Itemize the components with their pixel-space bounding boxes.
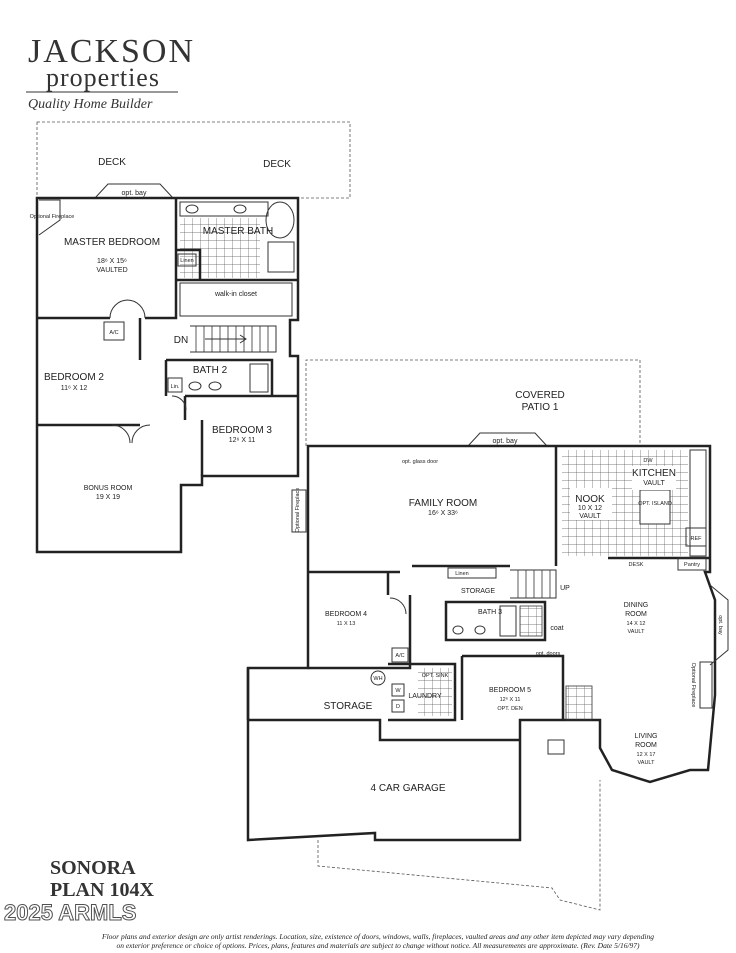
- opt-sink-label: OPT. SINK: [422, 673, 449, 679]
- disclaimer-line1: Floor plans and exterior design are only…: [102, 932, 654, 941]
- kitchen-note: VAULT: [643, 480, 665, 487]
- logo-line2: properties: [46, 63, 160, 92]
- optional-fireplace-upper: Optional Fireplace: [30, 214, 75, 220]
- plan-name: SONORA: [50, 857, 136, 879]
- family-room-size: 16⁶ X 33⁶: [428, 510, 458, 517]
- logo-tagline: Quality Home Builder: [28, 97, 153, 112]
- covered-patio-name2: PATIO 1: [522, 402, 559, 413]
- kitchen-name: KITCHEN: [632, 468, 676, 479]
- disclaimer-line2: on exterior preference or choice of opti…: [116, 941, 640, 950]
- master-bath-label: MASTER BATH: [203, 226, 273, 237]
- master-bedroom-size: 18⁶ X 15⁶: [97, 258, 127, 265]
- optional-fireplace-living: Optional Fireplace: [690, 663, 696, 708]
- dishwasher-label: DW: [643, 458, 653, 464]
- dryer-label: D: [396, 704, 400, 710]
- builder-logo: JACKSON properties Quality Home Builder: [26, 33, 195, 112]
- bedroom4-size: 11 X 13: [337, 621, 356, 627]
- opt-bay-upper-label: opt. bay: [122, 190, 147, 197]
- deck-right-label: DECK: [263, 159, 291, 170]
- stairs-up-label: UP: [560, 585, 570, 592]
- master-linen-label: Linen: [180, 258, 193, 264]
- bedroom5-name: BEDROOM 5: [489, 687, 531, 694]
- deck-outline: [36, 121, 351, 199]
- upper-floor-walls: [35, 196, 300, 554]
- driveway-outline: [317, 780, 601, 911]
- master-bedroom-note: VAULTED: [96, 267, 127, 274]
- optional-fireplace-family: Optional Fireplace: [295, 488, 301, 533]
- water-heater-label: WH: [373, 676, 382, 682]
- living-room-size: 12 X 17: [637, 752, 656, 758]
- main-ac-label: A/C: [395, 653, 404, 659]
- bedroom2-name: BEDROOM 2: [44, 372, 104, 383]
- pantry-label: Pantry: [684, 562, 700, 568]
- stairs-down-label: DN: [174, 335, 188, 346]
- main-floor-walls: [246, 444, 717, 842]
- bonus-room-name: BONUS ROOM: [84, 485, 133, 492]
- bath3-label: BATH 3: [478, 609, 502, 616]
- walk-in-closet-label: walk-in closet: [214, 291, 257, 298]
- upper-floor: DECK DECK opt. bay Optional Fireplace MA…: [30, 121, 351, 554]
- bath2-linen-label: Lin.: [171, 384, 180, 390]
- bedroom2-size: 11⁶ X 12: [61, 385, 88, 392]
- bedroom5-size: 12⁶ X 11: [500, 696, 521, 703]
- plan-title: SONORA PLAN 104X 2025 ARMLS: [4, 857, 155, 926]
- opt-bay-dining-label: opt. bay: [717, 615, 723, 635]
- main-floor: COVERED PATIO 1 opt. bay opt. glass door…: [246, 359, 729, 911]
- logo-line1: JACKSON: [28, 33, 195, 70]
- bedroom4-name: BEDROOM 4: [325, 611, 367, 618]
- kitchen-island-label: OPT. ISLAND: [638, 501, 672, 507]
- refrigerator-label: REF: [691, 536, 703, 542]
- dining-room-name: DINING: [624, 602, 649, 609]
- bedroom3-name: BEDROOM 3: [212, 425, 272, 436]
- dining-room-name2: ROOM: [625, 611, 647, 618]
- disclaimer: Floor plans and exterior design are only…: [20, 932, 736, 950]
- deck-left-label: DECK: [98, 157, 126, 168]
- plan-number: PLAN 104X: [50, 879, 154, 901]
- main-linen-label: Linen: [455, 571, 468, 577]
- dining-room-size: 14 X 12: [627, 621, 646, 627]
- coat-closet-label: coat: [550, 625, 563, 632]
- master-bedroom-name: MASTER BEDROOM: [64, 237, 160, 248]
- nook-note: VAULT: [579, 513, 601, 520]
- bonus-room-size: 19 X 19: [96, 494, 120, 501]
- desk-label: DESK: [629, 562, 644, 568]
- garage-label: 4 CAR GARAGE: [370, 783, 445, 794]
- upper-ac-label: A/C: [109, 330, 118, 336]
- watermark-text: 2025 ARMLS: [4, 900, 136, 925]
- garage-storage-label: STORAGE: [324, 701, 373, 712]
- family-room-name: FAMILY ROOM: [409, 498, 478, 509]
- opt-bay-upper: [94, 183, 174, 199]
- living-room-note: VAULT: [638, 760, 656, 766]
- opt-glass-door-label: opt. glass door: [402, 459, 438, 465]
- nook-size: 10 X 12: [578, 505, 602, 512]
- washer-label: W: [395, 688, 401, 694]
- dining-room-note: VAULT: [628, 629, 646, 635]
- hall-storage-label: STORAGE: [461, 588, 495, 595]
- bedroom5-note: OPT. DEN: [497, 706, 522, 712]
- bath2-label: BATH 2: [193, 365, 228, 376]
- covered-patio-outline: [305, 359, 641, 446]
- opt-bay-patio-label: opt. bay: [493, 438, 518, 445]
- living-room-name2: ROOM: [635, 742, 657, 749]
- opt-doors-label: opt. doors: [536, 651, 561, 657]
- living-room-name: LIVING: [635, 733, 658, 740]
- covered-patio-name: COVERED: [515, 390, 564, 401]
- bedroom3-size: 12⁶ X 11: [229, 437, 256, 444]
- laundry-label: LAUNDRY: [408, 693, 442, 700]
- nook-name: NOOK: [575, 494, 605, 505]
